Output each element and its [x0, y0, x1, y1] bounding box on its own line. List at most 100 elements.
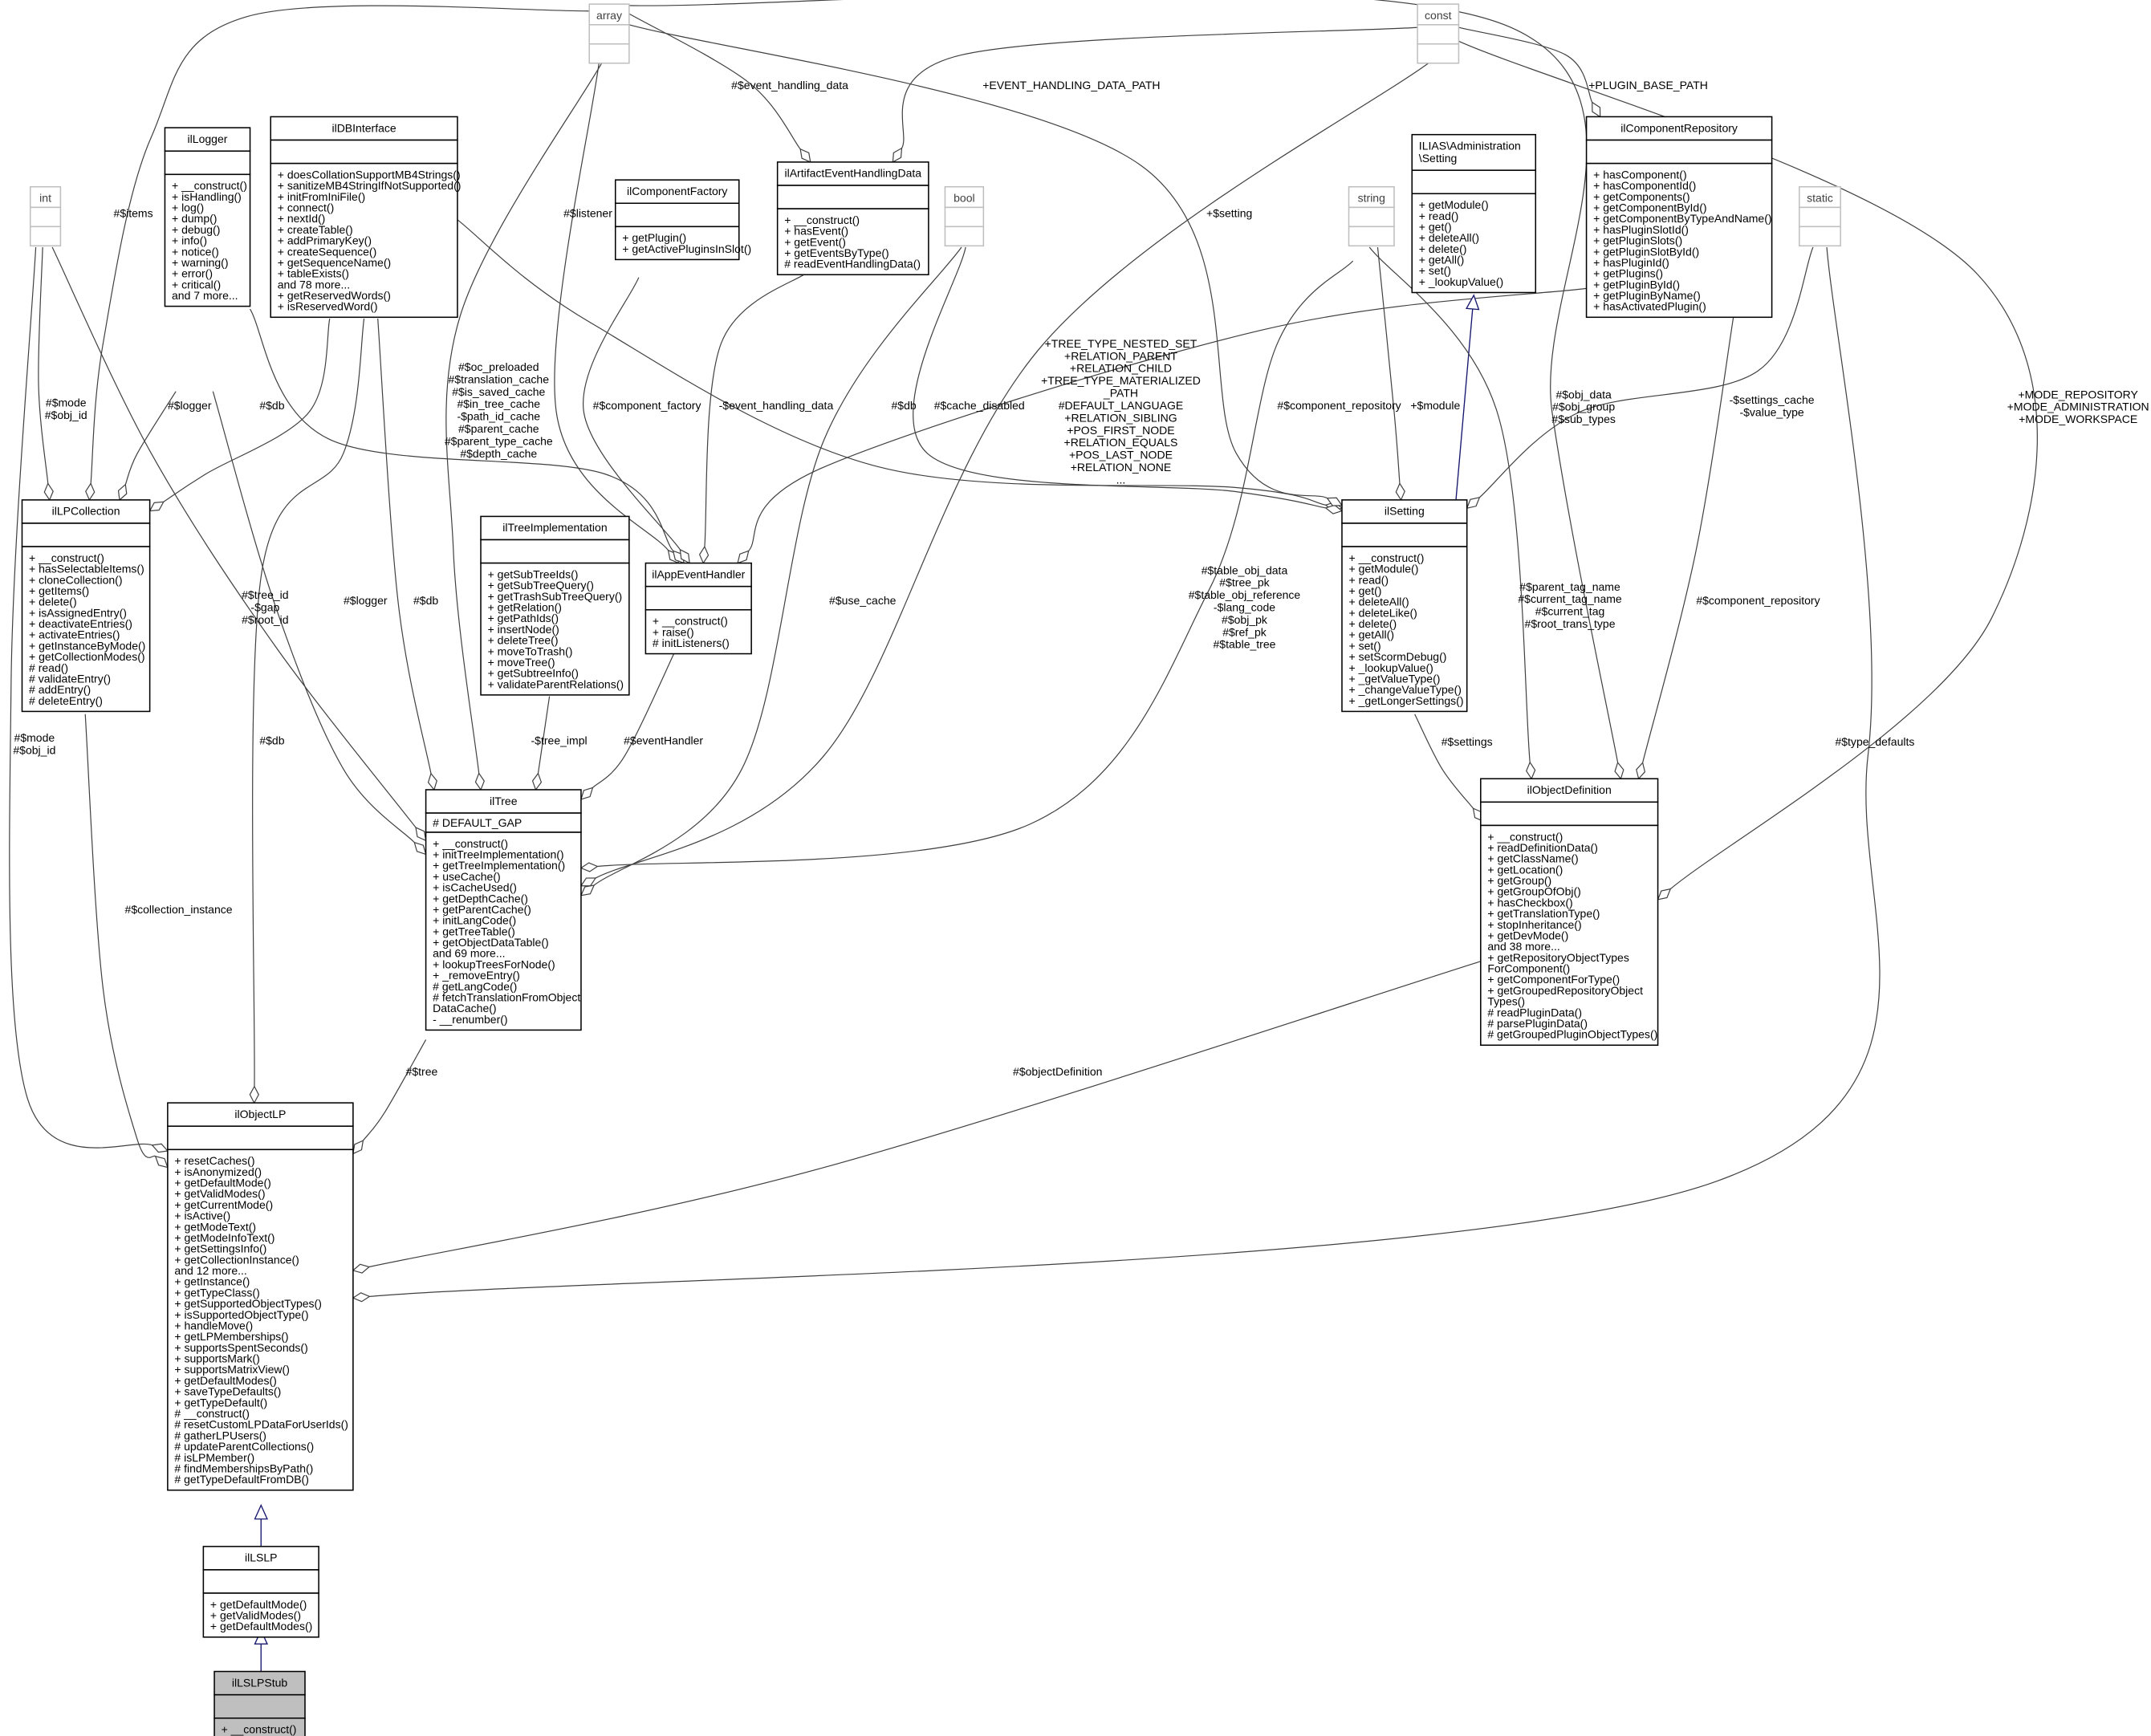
class-array[interactable]: array — [588, 3, 630, 64]
class-name: bool — [954, 192, 975, 205]
class-method: DataCache() — [433, 1002, 496, 1014]
class-method: + getClassName() — [1487, 852, 1578, 865]
class-name: ilTreeImplementation — [502, 521, 607, 534]
edge-line — [628, 13, 801, 150]
class-method: + deleteLike() — [1349, 606, 1417, 619]
class-method: + __construct() — [653, 615, 728, 628]
class-method: + getSubTreeQuery() — [488, 579, 594, 592]
inheritance-arrow-icon — [254, 1503, 268, 1520]
edge-label: #$component_repository — [1696, 594, 1820, 607]
class-title-section — [614, 179, 740, 205]
aggregation-diamond-icon — [799, 148, 811, 163]
class-method: + getDefaultModes() — [210, 1620, 312, 1632]
class-il-object-lp[interactable]: ilObjectLP+ resetCaches()+ isAnonymized(… — [167, 1102, 354, 1491]
class-attributes-section — [776, 185, 929, 209]
aggregation-diamond-icon — [531, 772, 543, 791]
class-il-lslpstub[interactable]: ilLSLPStub+ __construct() — [213, 1670, 306, 1736]
class-method: + getSettingsInfo() — [174, 1242, 266, 1255]
class-method: + getValidModes() — [210, 1609, 301, 1622]
edge-label: +$module — [1410, 399, 1460, 412]
class-methods-section — [1348, 226, 1395, 247]
edge-line — [592, 649, 677, 788]
aggregation-diamond-icon — [579, 884, 596, 896]
class-il-lslp[interactable]: ilLSLP+ getDefaultMode()+ getValidModes(… — [202, 1546, 319, 1638]
class-method: + dump() — [172, 212, 217, 225]
aggregation-diamond-icon — [679, 548, 690, 564]
class-method: # updateParentCollections() — [174, 1440, 314, 1453]
edge-il-setting-to-il-object-definition — [1414, 714, 1485, 823]
class-method: + hasComponent() — [1593, 168, 1686, 181]
class-il-component-factory[interactable]: ilComponentFactory+ getPlugin()+ getActi… — [614, 179, 751, 261]
class-method: + hasPluginId() — [1593, 256, 1669, 269]
class-int[interactable]: int — [29, 185, 62, 247]
edge-label: #DEFAULT_LANGUAGE — [1059, 399, 1184, 412]
class-il-artifact-event-handling-data[interactable]: ilArtifactEventHandlingData+ __construct… — [776, 161, 929, 276]
edge-string-to-il-setting — [1376, 246, 1405, 502]
edge-line — [212, 391, 415, 844]
class-iliassetting[interactable]: ILIAS\Administration\Setting+ getModule(… — [1411, 133, 1537, 294]
class-method: + isSupportedObjectType() — [174, 1308, 308, 1321]
edge-il-lslp-to-il-object-lp — [254, 1503, 268, 1547]
class-il-tree[interactable]: ilTree# DEFAULT_GAP+ __construct()+ init… — [425, 789, 582, 1031]
class-method: and 69 more... — [433, 947, 505, 960]
class-il-lpcollection[interactable]: ilLPCollection+ __construct()+ hasSelect… — [21, 499, 151, 713]
edge-label: #$obj_pk — [1222, 613, 1268, 626]
edge-int-to-il-tree — [51, 246, 427, 842]
class-il-dbinterface[interactable]: ilDBInterface+ doesCollationSupportMB4St… — [270, 116, 461, 319]
edge-line — [748, 287, 1587, 551]
edge-line — [597, 260, 1354, 868]
edge-label: -$value_type — [1739, 406, 1803, 419]
aggregation-diamond-icon — [117, 483, 128, 502]
class-il-object-definition[interactable]: ilObjectDefinition+ __construct()+ readD… — [1480, 778, 1659, 1047]
class-method: + deleteAll() — [1419, 231, 1479, 244]
aggregation-diamond-icon — [249, 1085, 259, 1104]
class-method: + getItems() — [29, 584, 89, 597]
class-methods-section — [1480, 824, 1659, 1047]
class-il-setting[interactable]: ilSetting+ __construct()+ getModule()+ r… — [1341, 499, 1468, 713]
edge-label: +RELATION_SIBLING — [1064, 411, 1177, 424]
class-const[interactable]: const — [1417, 3, 1460, 64]
edge-const-to-il-component-repository — [1458, 26, 1601, 118]
class-method: + getValidModes() — [174, 1187, 265, 1200]
edge-line — [1368, 246, 1531, 762]
class-attributes-section — [480, 539, 630, 564]
edge-label: #$component_factory — [593, 399, 701, 412]
edge-line — [628, 24, 1328, 499]
edge-label: #$root_id — [242, 613, 288, 626]
edge-label: #$db — [259, 734, 284, 746]
edge-label: #$sub_types — [1551, 413, 1615, 425]
class-il-app-event-handler[interactable]: ilAppEventHandler+ __construct()+ raise(… — [644, 562, 752, 655]
class-attributes-section — [21, 522, 151, 547]
edge-label: ... — [1116, 473, 1126, 486]
class-method: + getSequenceName() — [278, 256, 391, 269]
class-attributes-section — [270, 139, 458, 165]
class-method: + stopInheritance() — [1487, 918, 1581, 931]
edge-label: #$objectDefinition — [1013, 1065, 1102, 1078]
class-title-section — [1341, 499, 1468, 524]
class-method: + insertNode() — [488, 623, 559, 636]
class-methods-section — [270, 162, 458, 319]
class-bool[interactable]: bool — [944, 185, 985, 247]
class-method: + getAll() — [1349, 628, 1394, 641]
class-static[interactable]: static — [1799, 185, 1841, 247]
class-method: + getCollectionInstance() — [174, 1253, 299, 1266]
class-il-logger[interactable]: ilLogger+ __construct()+ isHandling()+ l… — [164, 127, 251, 307]
class-name: int — [39, 192, 51, 205]
class-method: + moveTree() — [488, 656, 555, 669]
edge-label: #$tree_id — [242, 588, 288, 601]
class-method: + addPrimaryKey() — [278, 234, 372, 247]
edge-label: #$translation_cache — [449, 372, 550, 385]
aggregation-diamond-icon — [148, 501, 165, 512]
edge-label: #$depth_cache — [460, 447, 537, 460]
class-il-tree-implementation[interactable]: ilTreeImplementation+ getSubTreeIds()+ g… — [480, 515, 630, 696]
class-method: + getPluginSlots() — [1593, 234, 1682, 247]
class-string[interactable]: string — [1348, 185, 1395, 247]
class-il-component-repository[interactable]: ilComponentRepository+ hasComponent()+ h… — [1585, 116, 1773, 319]
class-name: ilDBInterface — [331, 121, 396, 134]
aggregation-diamond-icon — [1324, 504, 1344, 514]
edge-array-to-il-object-definition — [628, 0, 1624, 780]
aggregation-diamond-icon — [85, 482, 96, 502]
aggregation-diamond-icon — [737, 550, 750, 564]
class-methods-section — [588, 43, 630, 64]
edge-label: #$table_obj_reference — [1189, 588, 1301, 601]
